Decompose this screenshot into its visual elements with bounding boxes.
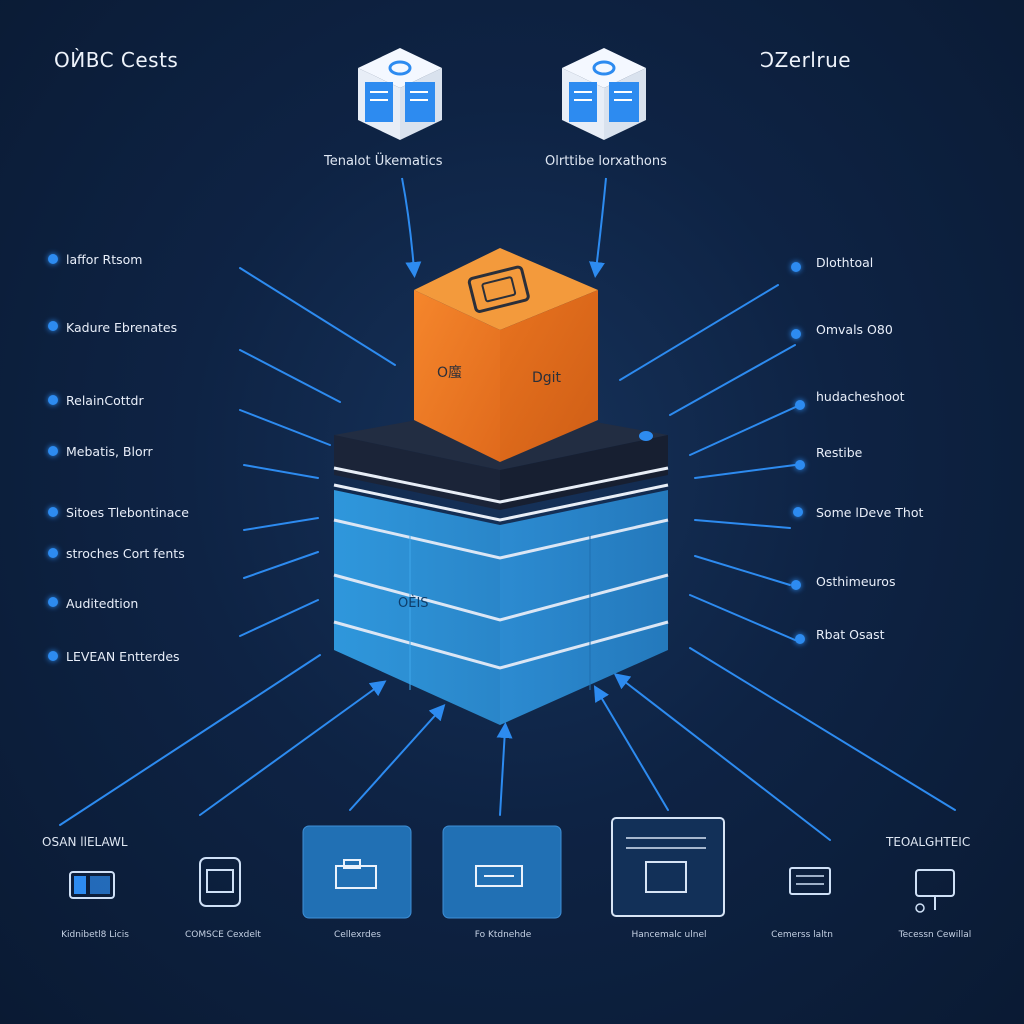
header-right-title: ƆZerlrue: [760, 48, 852, 72]
top-arrows: [401, 177, 607, 278]
core-orange-cube: [414, 248, 598, 462]
bottom-icon-monitor-right: [915, 869, 955, 913]
connector-line: [694, 464, 796, 479]
right-item-dot: [791, 262, 801, 272]
bottom-icon-box-1: [302, 825, 412, 919]
bottom-icon-box-2: [442, 825, 562, 919]
core-orange-label-left: O䗪: [437, 365, 463, 381]
bottom-icons: [69, 817, 955, 919]
right-item-dot: [795, 400, 805, 410]
left-item-dot: [48, 254, 58, 264]
core-orange-label-right: Dgit: [532, 370, 562, 386]
left-item-label: Sitoes Tlebontinace: [66, 505, 189, 520]
right-item-dot: [791, 580, 801, 590]
right-item-label: Osthimeuros: [816, 574, 896, 589]
connector-line: [239, 267, 396, 366]
connector-line: [349, 704, 446, 811]
header-left-title: OЍBC Cests: [54, 48, 179, 72]
right-item-dot: [793, 507, 803, 517]
right-item-label: Rbat Osast: [816, 627, 885, 642]
connector-line: [199, 680, 387, 816]
bottom-caption: Cemerss laltn: [771, 930, 833, 940]
connector-line: [496, 722, 513, 816]
bottom-caption: Hancemalc ulnel: [631, 930, 707, 940]
bottom-right-title: TEOALGHTEIC: [886, 835, 971, 849]
right-item-dot: [795, 634, 805, 644]
left-item-label: RelainCottdr: [66, 393, 144, 408]
connector-line: [689, 404, 801, 456]
left-item-dot: [48, 651, 58, 661]
left-item-dot: [48, 548, 58, 558]
bottom-caption: COMSCE Cexdelt: [185, 930, 261, 940]
left-item-dot: [48, 597, 58, 607]
connector-line: [689, 647, 956, 811]
bottom-caption: Tecessn Cewillal: [898, 930, 972, 940]
bottom-icon-box-3: [611, 817, 725, 917]
connector-line: [243, 517, 319, 531]
left-item-dot: [48, 446, 58, 456]
left-item-dot: [48, 395, 58, 405]
bottom-icon-screen: [789, 867, 831, 895]
top-cube-left-label: Tenalot Ükematics: [324, 154, 443, 169]
connector-line: [694, 555, 791, 586]
bottom-icon-printer: [199, 857, 241, 907]
left-item-label: LЕVEAN Entterdes: [66, 649, 180, 664]
bottom-caption: Kidnibetl8 Licis: [61, 930, 129, 940]
connector-line: [243, 551, 319, 579]
left-connectors: [59, 267, 513, 826]
connector-line: [694, 519, 791, 529]
right-connectors: [593, 284, 956, 841]
connector-line: [239, 349, 341, 403]
connector-line: [669, 344, 796, 416]
left-item-label: Auditedtion: [66, 596, 139, 611]
top-cube-right: [562, 48, 646, 140]
bottom-left-title: OSAN llELAWL: [42, 835, 128, 849]
top-cube-left: [358, 48, 442, 140]
top-arrow-right: [589, 177, 607, 278]
connector-line: [59, 654, 321, 826]
connector-line: [593, 685, 669, 811]
left-item-dot: [48, 507, 58, 517]
connector-line: [239, 599, 319, 637]
bottom-icon-monitor-left: [69, 871, 115, 899]
core-base-label: OЀIS: [398, 596, 429, 611]
right-item-label: Dlothtoal: [816, 255, 874, 270]
connector-line: [239, 409, 331, 446]
connector-line: [613, 673, 831, 841]
left-item-label: Kadure Ebrenates: [66, 320, 178, 335]
right-item-dot: [795, 460, 805, 470]
right-item-label: Some lDeve Thot: [816, 505, 924, 520]
connector-line: [689, 594, 796, 641]
top-arrow-left: [401, 177, 422, 278]
right-item-label: Omvals O80: [816, 322, 893, 337]
right-item-label: Restibe: [816, 445, 863, 460]
right-item-dot: [791, 329, 801, 339]
bottom-caption: Fo Ktdnehde: [474, 930, 532, 940]
left-item-label: Mebatis, Blorr: [66, 444, 153, 459]
left-item-dot: [48, 321, 58, 331]
right-item-label: hudacheshoot: [816, 389, 905, 404]
left-item-label: laffor Rtsom: [66, 252, 143, 267]
top-cube-right-label: Olrttibe lorxathons: [545, 154, 667, 169]
bottom-caption: Cellexrdes: [333, 930, 381, 940]
connector-line: [619, 284, 779, 381]
left-item-label: stroches Cort fents: [66, 546, 185, 561]
connector-line: [243, 464, 319, 479]
